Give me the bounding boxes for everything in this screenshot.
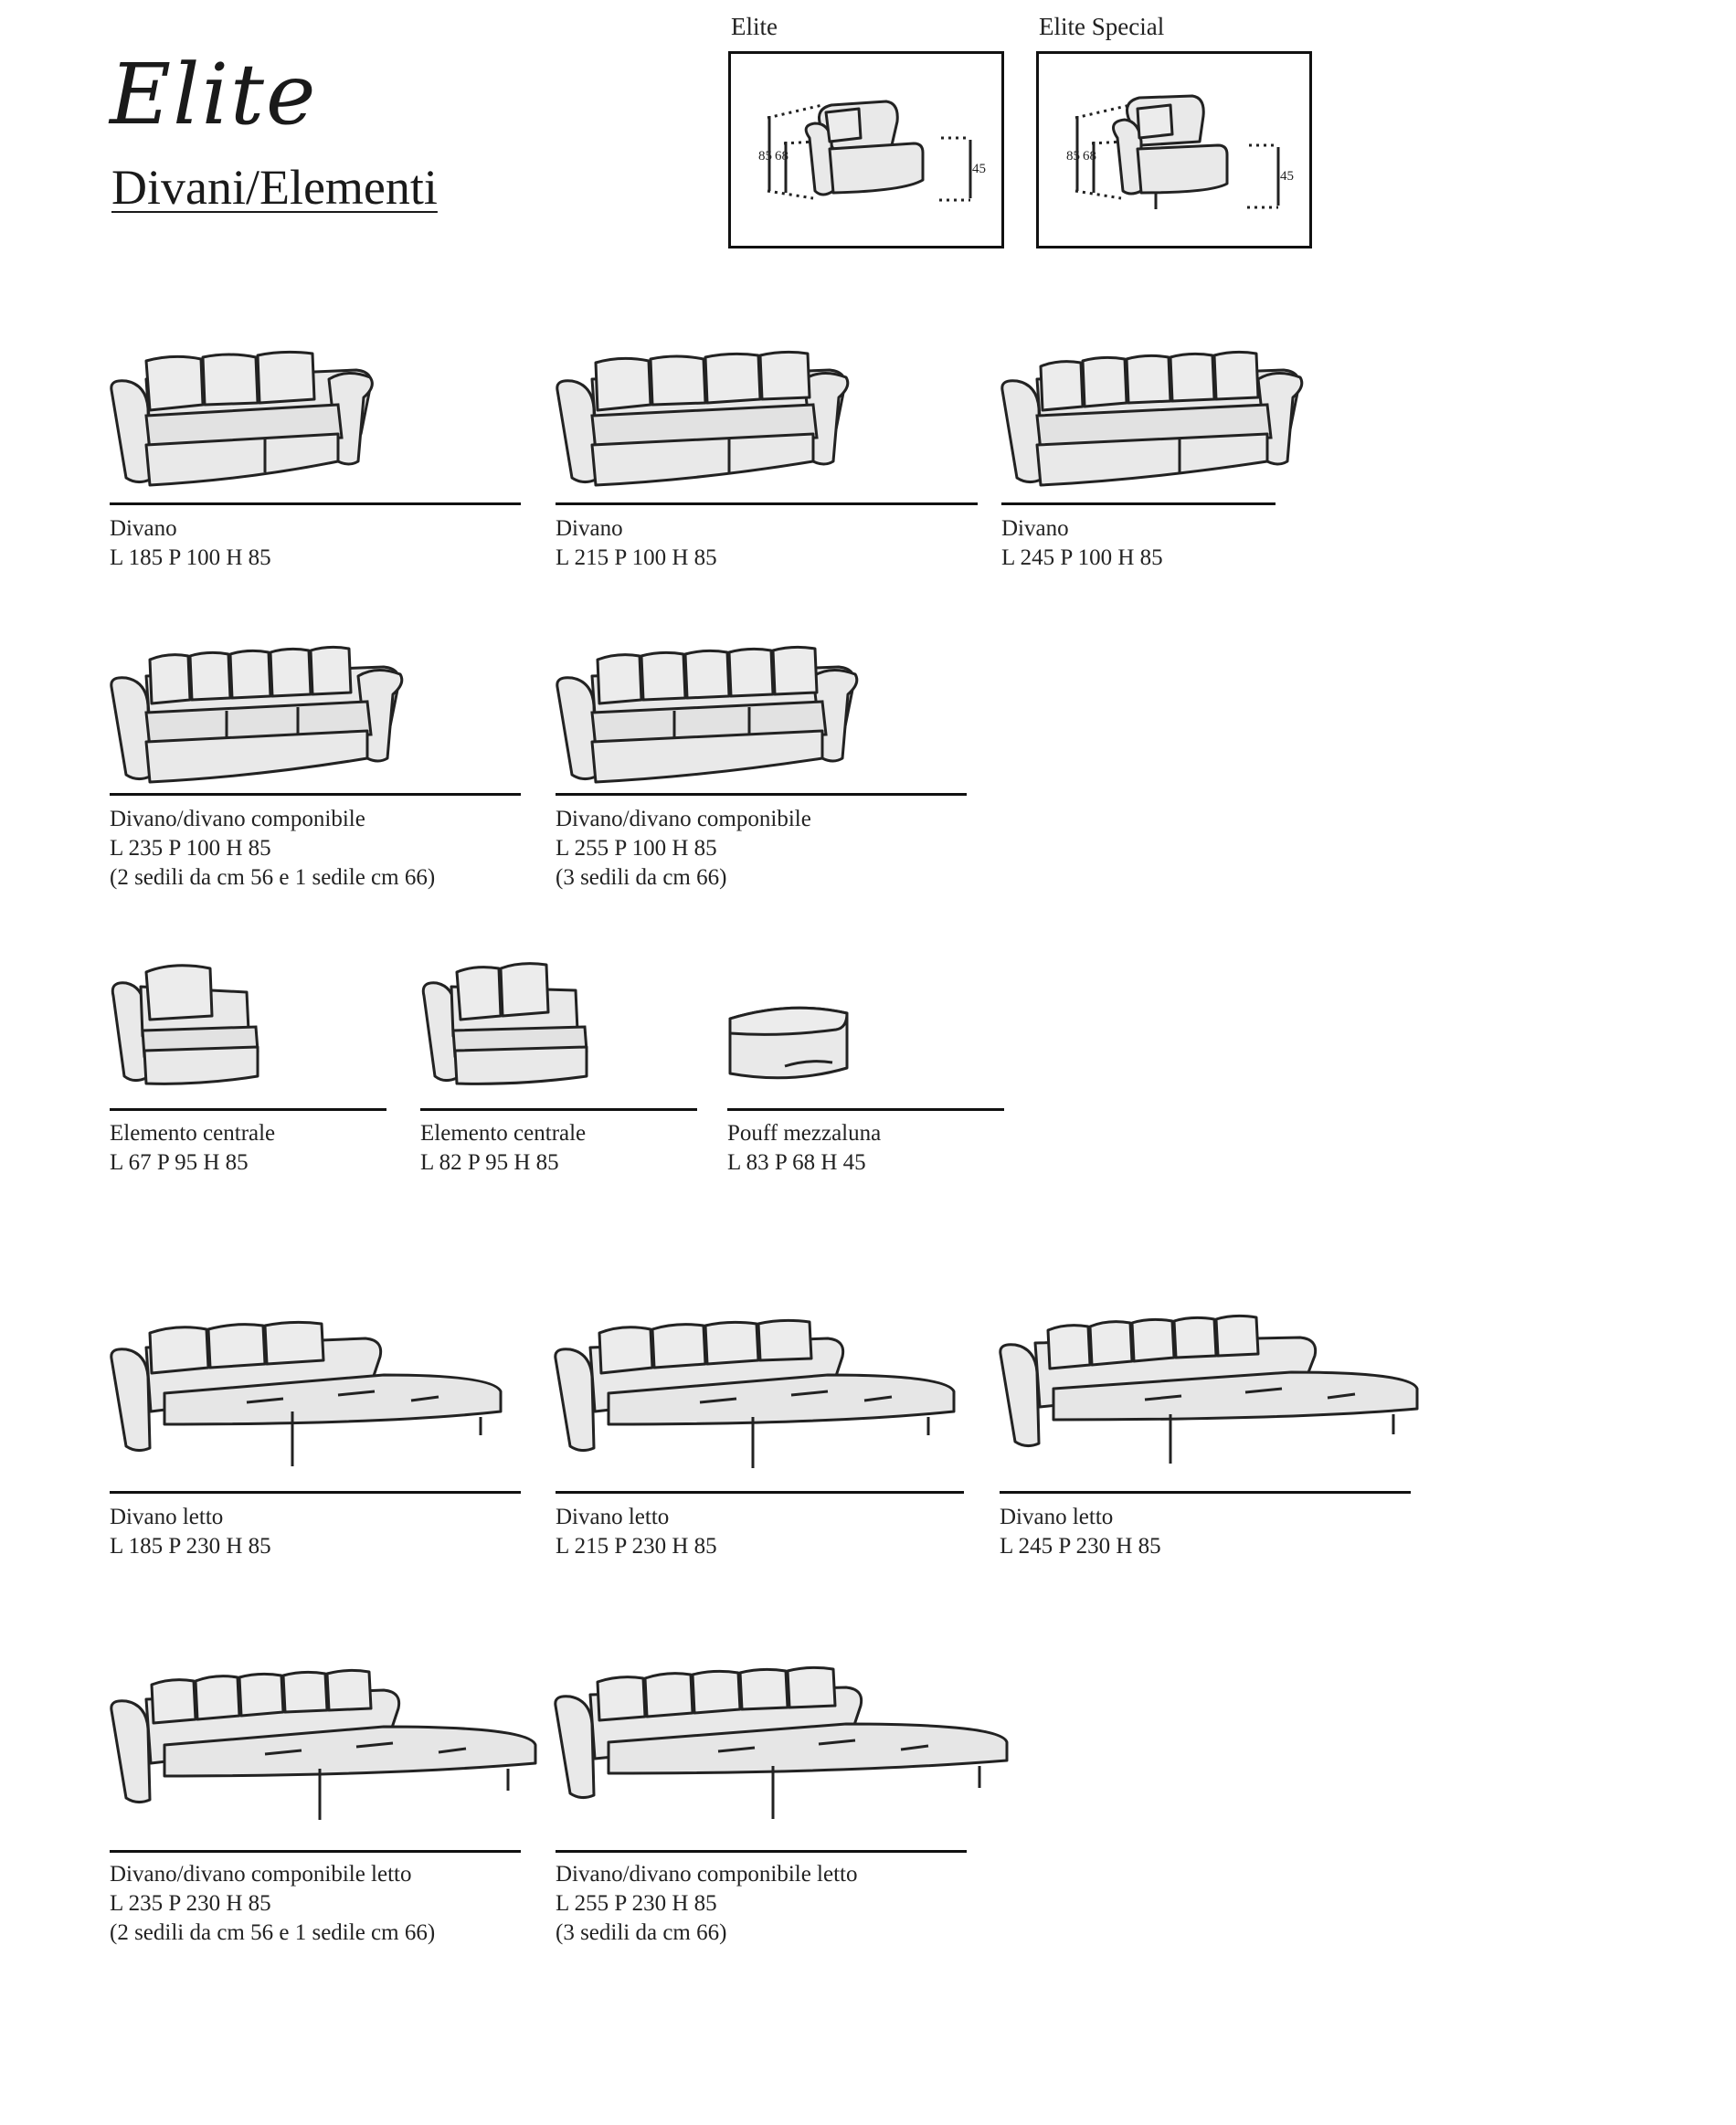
- item-name: Divano: [110, 516, 177, 541]
- dim-seat-depth: 45: [972, 162, 986, 176]
- item-name: Divano: [1001, 516, 1069, 541]
- item-rule: [110, 1108, 386, 1111]
- dim-total-height: 85: [758, 149, 772, 164]
- item-name: Divano letto: [110, 1505, 224, 1529]
- item-name: Elemento centrale: [420, 1121, 587, 1146]
- item-caption: Divano/divano componibile letto L 255 P …: [556, 1860, 858, 1948]
- modular-sofa-bed-drawing-235: [110, 1668, 537, 1820]
- item-caption: Divano/divano componibile letto L 235 P …: [110, 1860, 435, 1948]
- variant-diagram-elite-special: 85 68 45: [1036, 51, 1312, 248]
- item-note: (2 sedili da cm 56 e 1 sedile cm 66): [110, 1920, 436, 1945]
- armchair-dimension-drawing: 85 68 45: [1066, 94, 1294, 209]
- item-rule: [1000, 1491, 1411, 1494]
- item-name: Divano/divano componibile: [110, 807, 365, 831]
- item-dims: L 67 P 95 H 85: [110, 1150, 249, 1175]
- pouf-drawing: [728, 1006, 849, 1080]
- item-caption: Divano/divano componibile L 235 P 100 H …: [110, 805, 435, 893]
- dim-total-height: 85: [1066, 149, 1080, 164]
- armchair-dimension-drawing: 85 68 45: [758, 100, 986, 202]
- item-caption: Divano/divano componibile L 255 P 100 H …: [556, 805, 811, 893]
- item-dims: L 245 P 230 H 85: [1000, 1534, 1161, 1559]
- item-name: Divano: [556, 516, 623, 541]
- item-caption: Divano L 215 P 100 H 85: [556, 514, 717, 573]
- item-dims: L 185 P 100 H 85: [110, 545, 271, 570]
- variant-label-elite: Elite: [731, 13, 778, 40]
- page-subtitle: Divani/Elementi: [111, 160, 438, 215]
- item-rule: [556, 502, 978, 505]
- item-name: Divano/divano componibile: [556, 807, 811, 831]
- item-rule: [1001, 502, 1276, 505]
- modular-sofa-drawing-255: [556, 645, 859, 784]
- dim-seat-depth: 45: [1280, 169, 1294, 184]
- item-caption: Elemento centrale L 67 P 95 H 85: [110, 1119, 275, 1178]
- modular-sofa-drawing-235: [110, 645, 404, 784]
- item-rule: [556, 1850, 967, 1853]
- item-name: Elemento centrale: [110, 1121, 276, 1146]
- item-rule: [110, 793, 521, 796]
- sofa-bed-drawing-215: [554, 1318, 956, 1468]
- item-dims: L 255 P 230 H 85: [556, 1891, 717, 1916]
- item-name: Divano letto: [1000, 1505, 1114, 1529]
- brand-title: Elite: [110, 46, 318, 143]
- item-dims: L 83 P 68 H 45: [727, 1150, 866, 1175]
- item-caption: Divano letto L 245 P 230 H 85: [1000, 1503, 1161, 1561]
- dim-seat-height: 68: [1083, 149, 1096, 164]
- variant-label-elite-special: Elite Special: [1039, 13, 1165, 40]
- item-rule: [110, 1491, 521, 1494]
- item-dims: L 82 P 95 H 85: [420, 1150, 559, 1175]
- item-dims: L 215 P 230 H 85: [556, 1534, 717, 1559]
- item-note: (3 sedili da cm 66): [556, 865, 727, 890]
- item-caption: Divano letto L 215 P 230 H 85: [556, 1503, 717, 1561]
- item-rule: [110, 1850, 521, 1853]
- item-rule: [556, 793, 967, 796]
- item-caption: Divano letto L 185 P 230 H 85: [110, 1503, 271, 1561]
- item-name: Divano/divano componibile letto: [556, 1862, 858, 1887]
- item-caption: Divano L 185 P 100 H 85: [110, 514, 271, 573]
- item-dims: L 185 P 230 H 85: [110, 1534, 271, 1559]
- item-name: Divano/divano componibile letto: [110, 1862, 412, 1887]
- sofa-bed-drawing-245: [999, 1314, 1419, 1464]
- modular-sofa-bed-drawing-255: [554, 1665, 1009, 1819]
- item-dims: L 235 P 230 H 85: [110, 1891, 271, 1916]
- sofa-drawing-245: [1000, 350, 1304, 487]
- item-rule: [110, 502, 521, 505]
- item-name: Pouff mezzaluna: [727, 1121, 882, 1146]
- item-name: Divano letto: [556, 1505, 670, 1529]
- item-caption: Divano L 245 P 100 H 85: [1001, 514, 1163, 573]
- item-note: (2 sedili da cm 56 e 1 sedile cm 66): [110, 865, 436, 890]
- item-rule: [727, 1108, 1004, 1111]
- sofa-drawing-215: [556, 350, 850, 487]
- item-rule: [556, 1491, 964, 1494]
- item-dims: L 235 P 100 H 85: [110, 836, 271, 861]
- item-dims: L 245 P 100 H 85: [1001, 545, 1163, 570]
- item-dims: L 255 P 100 H 85: [556, 836, 717, 861]
- variant-diagram-elite: 85 68 45: [728, 51, 1004, 248]
- sofa-bed-drawing-185: [110, 1320, 503, 1466]
- central-element-drawing-67: [111, 964, 259, 1085]
- item-caption: Pouff mezzaluna L 83 P 68 H 45: [727, 1119, 881, 1178]
- central-element-drawing-82: [421, 962, 588, 1085]
- item-dims: L 215 P 100 H 85: [556, 545, 717, 570]
- item-caption: Elemento centrale L 82 P 95 H 85: [420, 1119, 586, 1178]
- item-rule: [420, 1108, 697, 1111]
- sofa-drawing-185: [110, 350, 374, 487]
- dim-seat-height: 68: [775, 149, 789, 164]
- item-note: (3 sedili da cm 66): [556, 1920, 727, 1945]
